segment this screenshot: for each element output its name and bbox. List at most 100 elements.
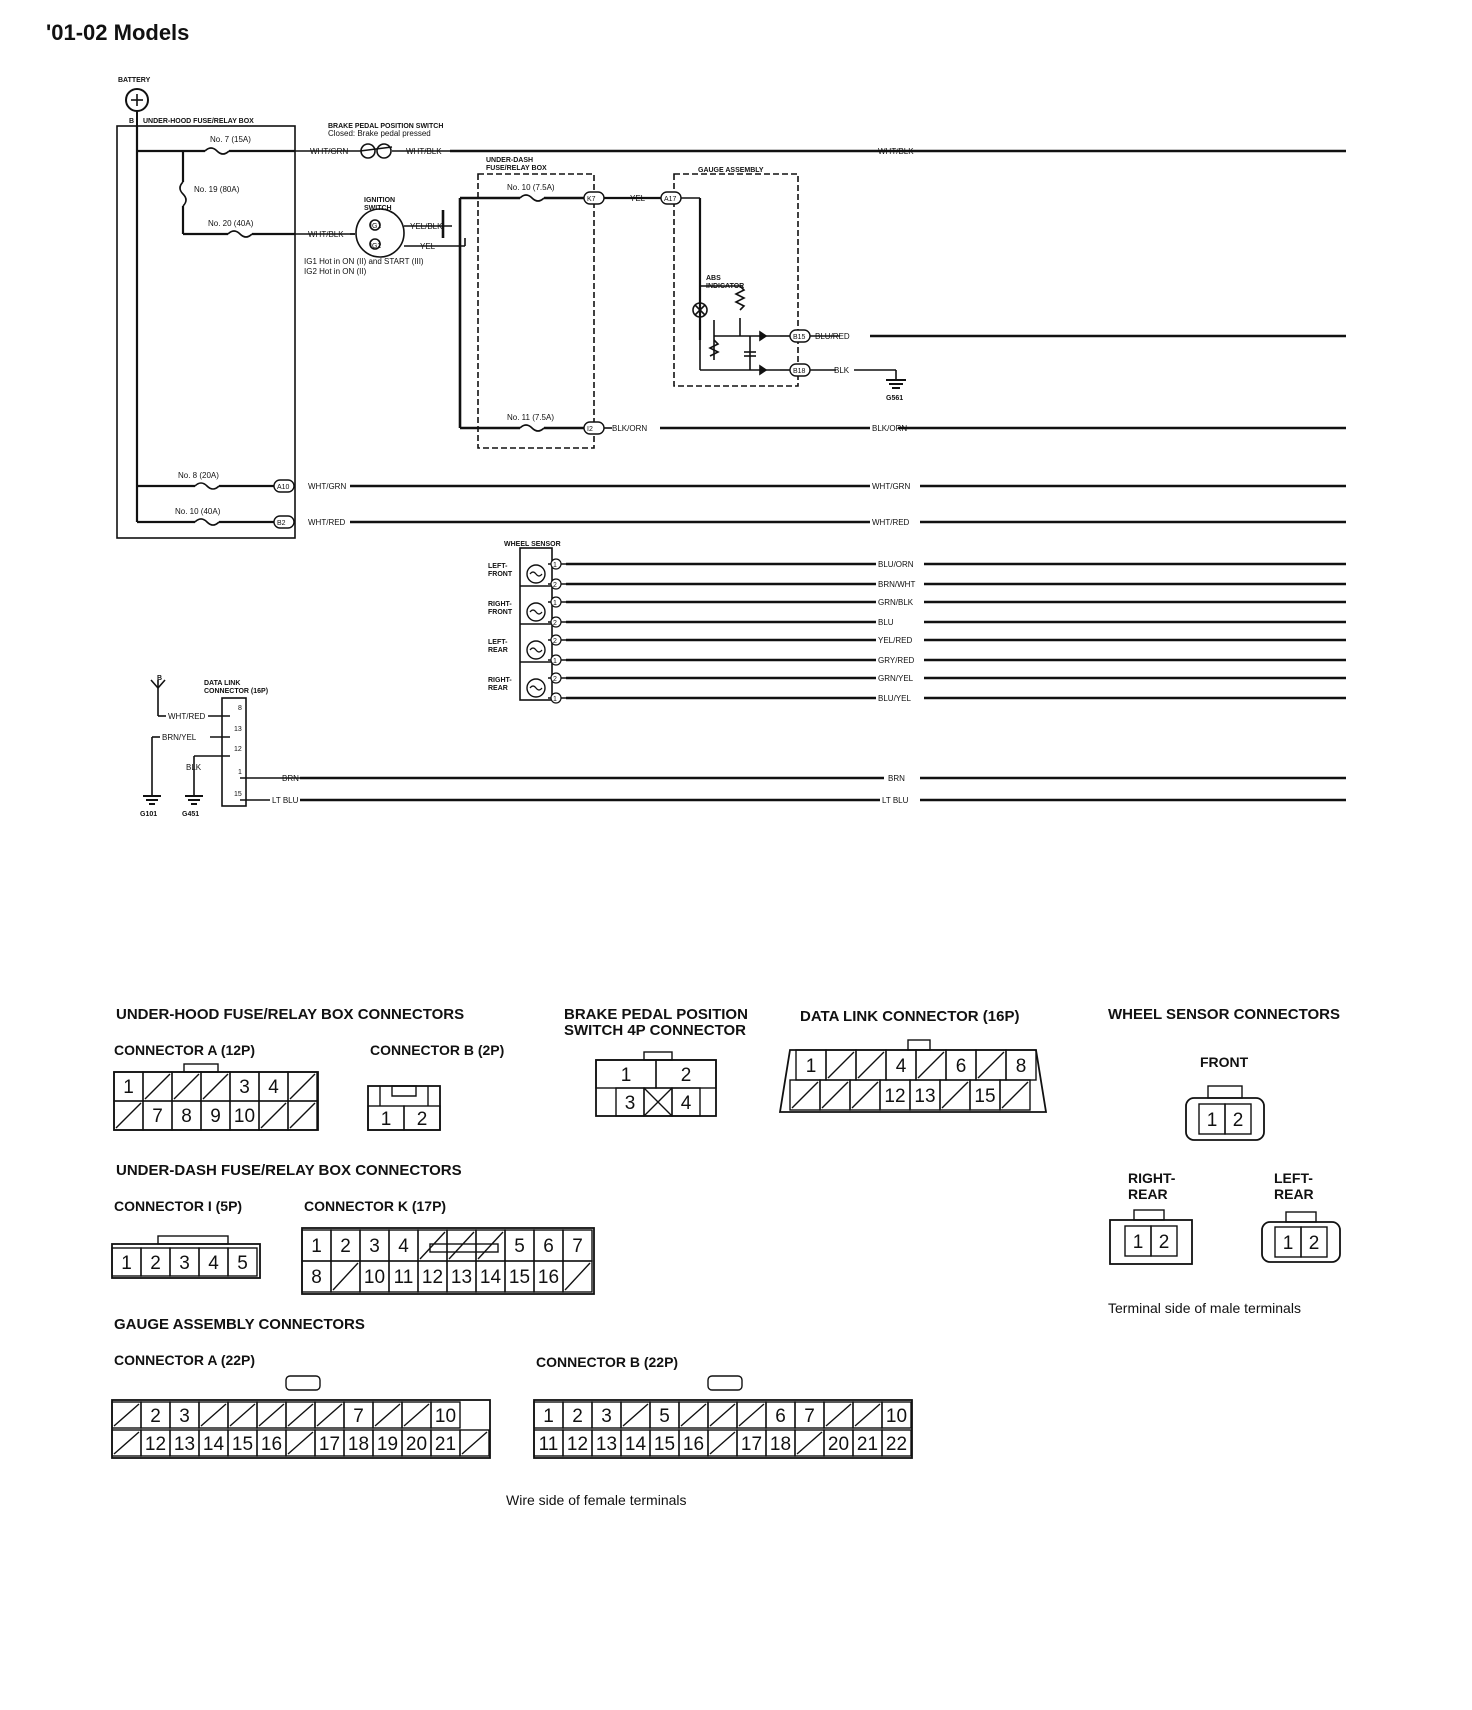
ws-sine: [529, 609, 543, 615]
gauge-connector-b-label: CONNECTOR B (22P): [536, 1354, 679, 1370]
sensor-lr-1: LEFT-: [488, 639, 508, 646]
gauge-assembly-label: GAUGE ASSEMBLY: [698, 167, 764, 174]
gb-bot-pin: 21: [856, 1433, 879, 1455]
ws-pin-number: 2: [553, 620, 557, 627]
gauge-assembly-box: [673, 173, 799, 387]
dlc-top-blank-slash: [857, 1051, 885, 1079]
fuse-no19-label: No. 19 (80A): [194, 185, 240, 194]
dlc-pin-13: 13: [234, 726, 242, 733]
dlc-body: [221, 697, 247, 807]
ga-top-blank-slash: [287, 1403, 314, 1427]
ws-wire-label: BLU/ORN: [878, 560, 914, 569]
dlc-bot-pin: 12: [884, 1085, 906, 1107]
wire-yel-1: YEL: [420, 242, 436, 251]
sensor-rf-1: RIGHT-: [488, 601, 512, 608]
ud-k-bot-pin: 8: [311, 1267, 322, 1288]
sensor-rr-1: RIGHT-: [488, 677, 512, 684]
ws-right-rear-label-1: RIGHT-: [1128, 1170, 1176, 1186]
gb-bot-pin: 16: [682, 1433, 705, 1455]
ga-bot-pin: 18: [347, 1433, 370, 1455]
gb-bot-pin: 11: [538, 1433, 559, 1455]
ud-k-bot-cell: [562, 1260, 593, 1293]
terminal-b18: [789, 363, 811, 377]
ud-k-top-pin: 5: [514, 1236, 525, 1257]
fuse-no11-label: No. 11 (7.5A): [507, 413, 554, 422]
fuse-no10-7-5a-label: No. 10 (7.5A): [507, 183, 555, 192]
gb-bot-blank-slash: [709, 1431, 736, 1455]
ig1-label: IG1: [370, 223, 381, 230]
wire-wht-blk-1: WHT/BLK: [406, 147, 442, 156]
sensor-lf-2: FRONT: [488, 571, 513, 578]
ga-latch: [285, 1375, 321, 1391]
wire-lt-blu-2: LT BLU: [882, 796, 909, 805]
ws-pin-bubble: [550, 558, 562, 570]
ga-bot-blank-slash: [113, 1431, 140, 1455]
dlc-bot-pin: 15: [974, 1085, 996, 1107]
b-marker: B: [129, 118, 134, 125]
under-hood-fuse-box-label: UNDER-HOOD FUSE/RELAY BOX: [143, 118, 254, 125]
uh-a-top-blank-slash: [289, 1073, 316, 1100]
ws-pin-bubble: [550, 578, 562, 590]
ud-k-bot-blank-slash: [564, 1262, 591, 1291]
uh-a-bot-blank-slash: [115, 1102, 142, 1129]
fuse-no7: [204, 147, 230, 155]
ws-pin-number: 1: [553, 600, 557, 607]
dlc-bot-blank-slash: [851, 1081, 879, 1109]
resistor-1: [734, 285, 746, 311]
wire-lt-blu-1: LT BLU: [272, 796, 299, 805]
uh-a-bot-pin: 10: [233, 1106, 256, 1127]
ws-rr-latch: [1133, 1209, 1165, 1221]
ud-k-bot-pin: 13: [450, 1267, 473, 1288]
terminal-i2: [583, 421, 605, 435]
wire-wht-blk-2: WHT/BLK: [878, 147, 914, 156]
abs-indicator-label-2: INDICATOR: [706, 283, 744, 290]
fuse-no10-7-5a: [519, 194, 545, 202]
gb-top-blank-slash: [709, 1403, 736, 1427]
gb-top-cell: [881, 1401, 912, 1429]
ws-wire-label: GRY/RED: [878, 656, 915, 665]
uh-a-bot-blank-slash: [260, 1102, 287, 1129]
terminal-b2: [273, 515, 295, 529]
ws-wire-label: GRN/BLK: [878, 598, 914, 607]
terminal-k7-label: K7: [587, 196, 596, 203]
ud-k-top-pin: 7: [572, 1236, 583, 1257]
terminal-a17: [660, 191, 682, 205]
wire-blk-dlc: BLK: [186, 763, 202, 772]
dlc-pin-8: 8: [238, 705, 242, 712]
uh-a-bot-cell: [287, 1100, 318, 1131]
ws-lr-cell: [1300, 1226, 1328, 1258]
ground-g101: G101: [140, 811, 157, 818]
ga-bot-pin: 16: [260, 1433, 283, 1455]
dlc-top-blank-slash: [827, 1051, 855, 1079]
dlc-bot-blank-slash: [1001, 1081, 1029, 1109]
ud-k-top-blank-slash: [448, 1231, 475, 1260]
gb-bot-blank-slash: [796, 1431, 823, 1455]
ga-bot-blank-slash: [461, 1431, 488, 1455]
ga-top-pin: 7: [353, 1405, 364, 1427]
terminal-a10-label: A10: [277, 484, 290, 491]
fuse-no8: [194, 482, 220, 490]
brake-header-2: SWITCH 4P CONNECTOR: [564, 1022, 746, 1039]
gb-top-pin: 6: [775, 1405, 786, 1427]
ws-lr-pin: 1: [1282, 1232, 1294, 1254]
brake-x-mark: [643, 1087, 673, 1117]
uh-a-top-pin: 1: [123, 1077, 134, 1098]
dlc-bot-pin: 13: [914, 1085, 936, 1107]
uh-connector-b-label: CONNECTOR B (2P): [370, 1042, 505, 1058]
ig-note-2: IG2 Hot in ON (II): [304, 267, 367, 276]
fuse-no10-40a-label: No. 10 (40A): [175, 507, 221, 516]
ws-right-rear-label-2: REAR: [1128, 1186, 1168, 1202]
ud-k-bot-pin: 16: [537, 1267, 560, 1288]
ws-sine: [529, 647, 543, 653]
ws-pin-number: 1: [553, 658, 557, 665]
wheel-sensor-coil: [526, 678, 546, 698]
wire-wht-grn-1: WHT/GRN: [310, 147, 348, 156]
ga-bot-blank-slash: [287, 1431, 314, 1455]
male-terminals-note: Terminal side of male terminals: [1108, 1300, 1301, 1316]
uh-a-bot-pin: 9: [210, 1106, 221, 1127]
ga-top-blank-slash: [316, 1403, 343, 1427]
dlc-label-1: DATA LINK: [204, 680, 240, 687]
ud-i-pin: 3: [179, 1252, 190, 1274]
dlc-top-pin: 1: [805, 1055, 817, 1077]
